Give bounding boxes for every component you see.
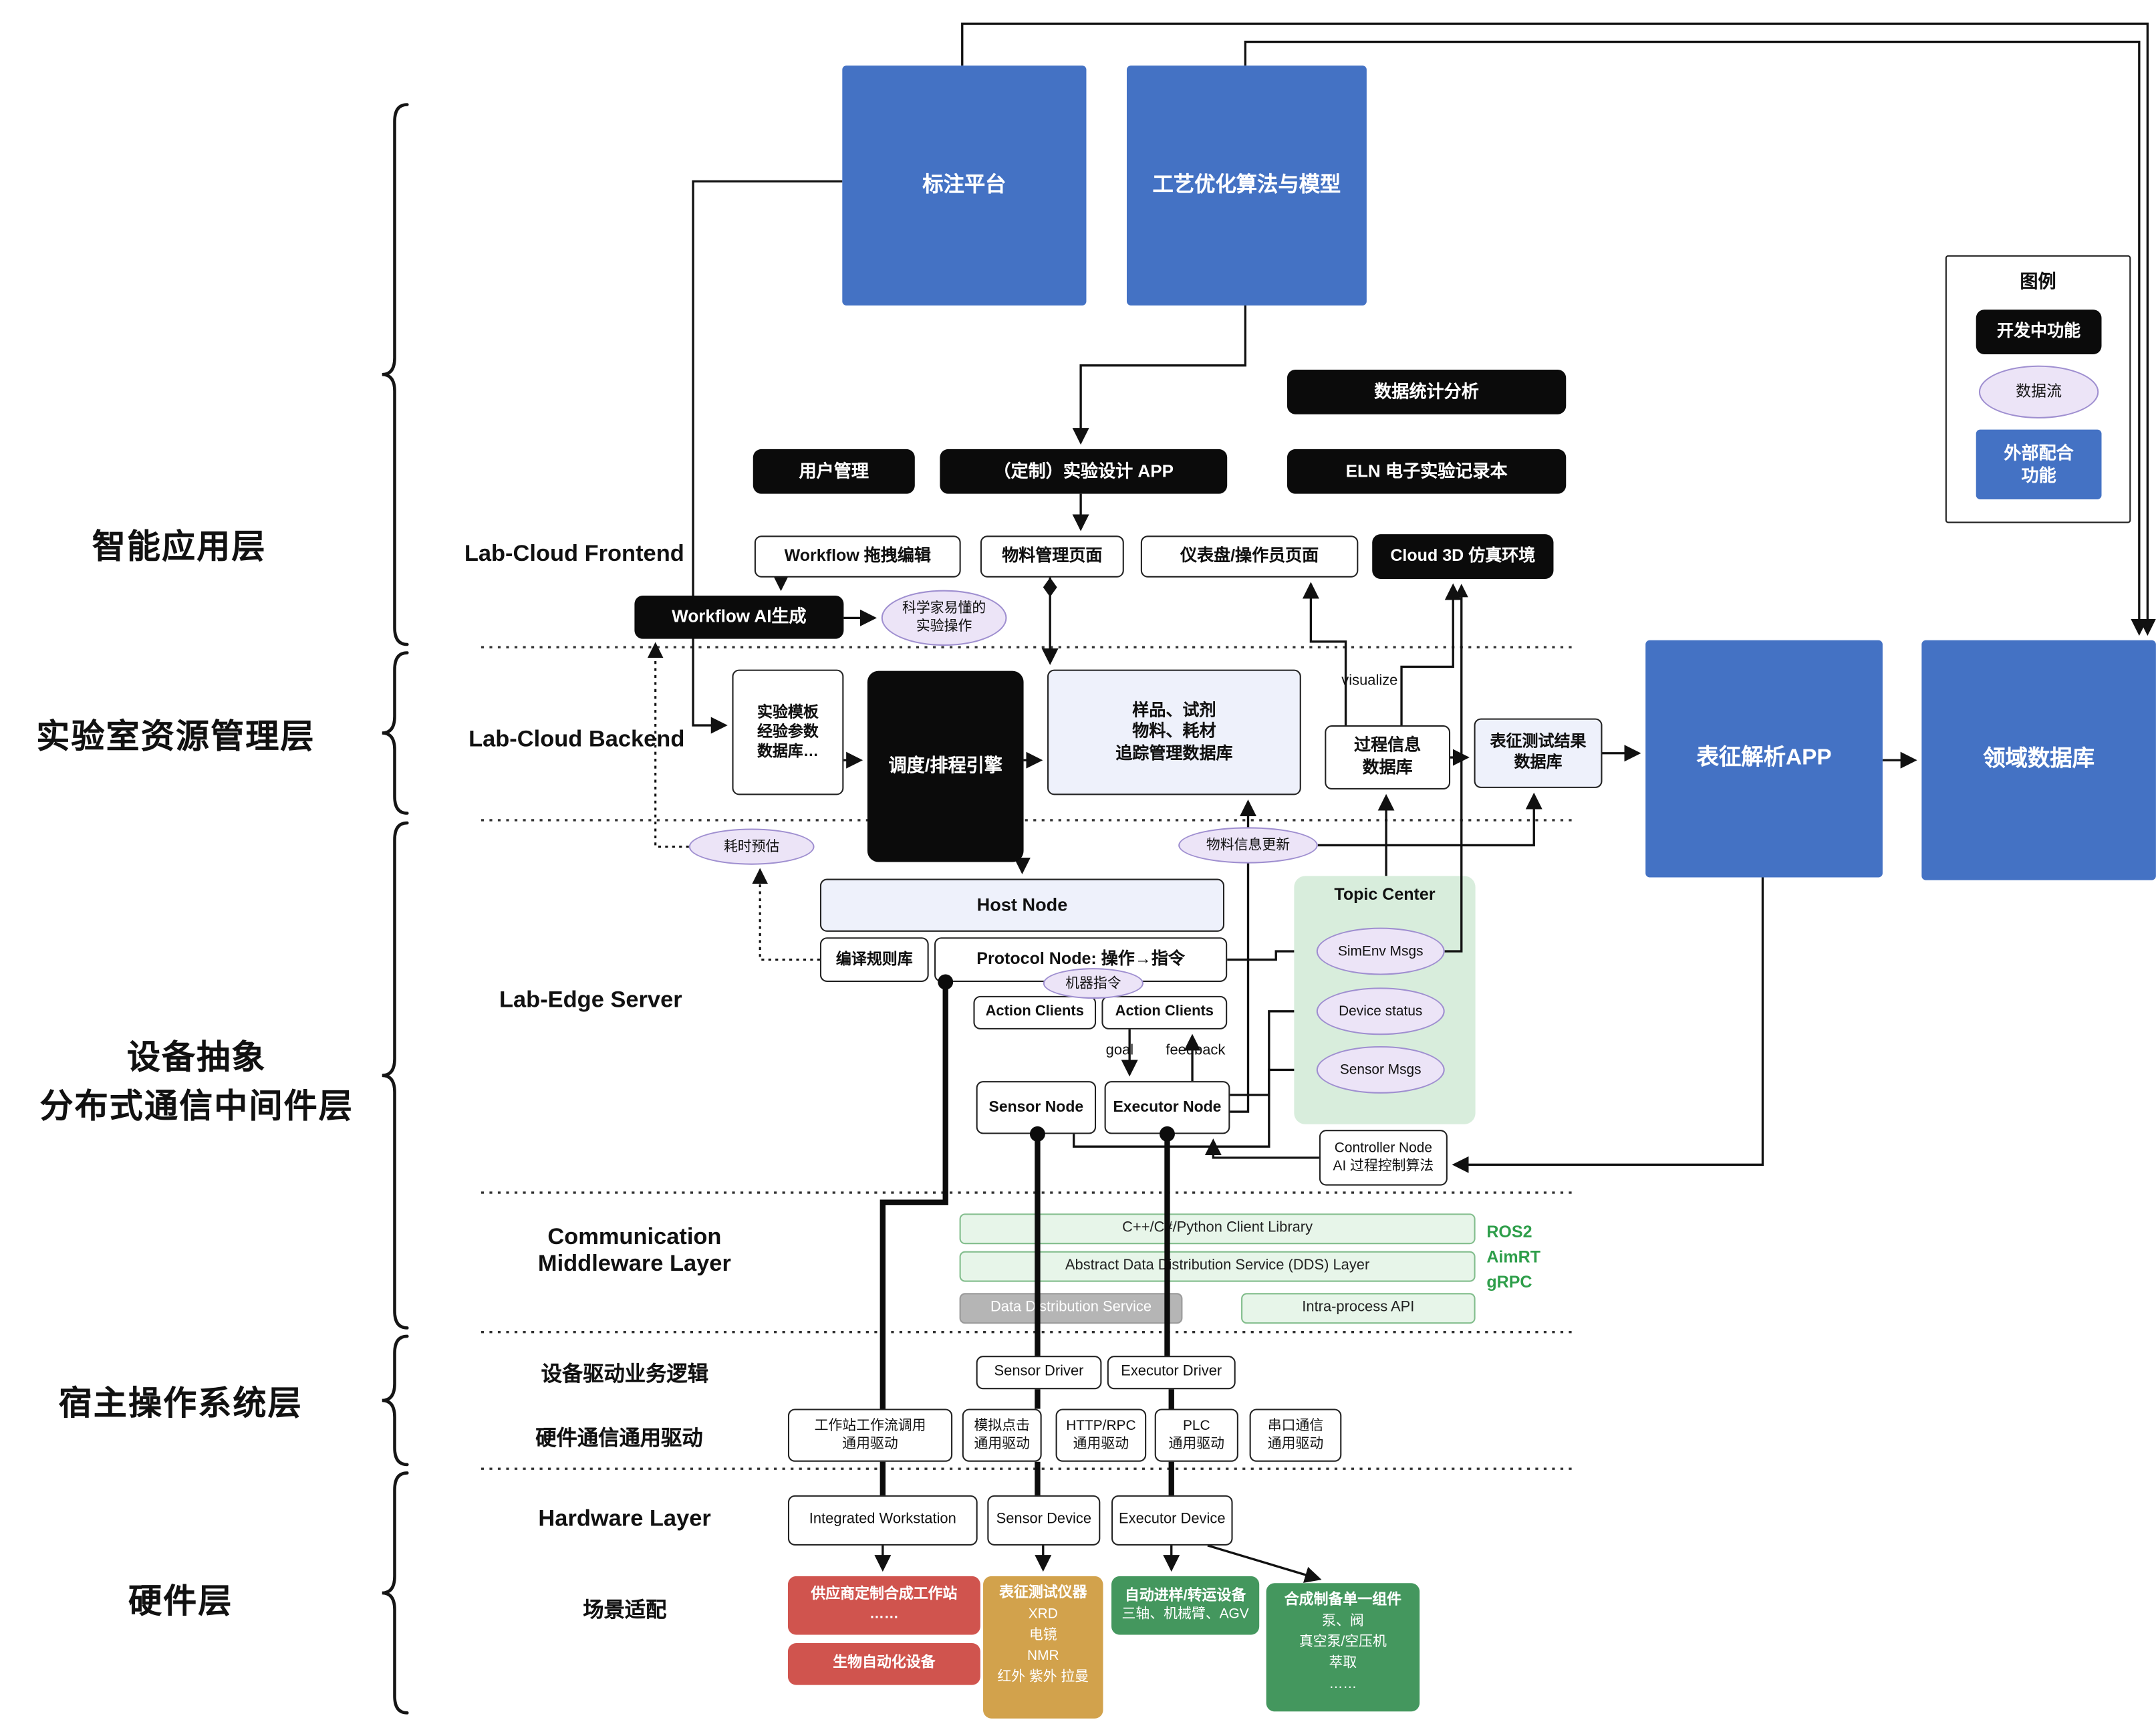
lab-edge-server-label: Lab-Edge Server (499, 987, 682, 1013)
char-analysis-app-box: 表征解析APP (1645, 640, 1883, 878)
sensor-node-box: Sensor Node (976, 1081, 1097, 1134)
user-mgmt-box: 用户管理 (753, 449, 915, 494)
simenv-msgs-ellipse: SimEnv Msgs (1316, 927, 1445, 975)
hw-comm-label: 硬件通信通用驱动 (535, 1427, 703, 1451)
material-update-ellipse: 物料信息更新 (1178, 827, 1318, 864)
synth-body: 泵、阀 真空泵/空压机 萃取 …… (1299, 1613, 1387, 1692)
host-node-box: Host Node (819, 878, 1225, 932)
integrated-workstation-box: Integrated Workstation (787, 1495, 978, 1546)
char-instruments-title: 表征测试仪器 (999, 1584, 1087, 1602)
dds-service-row: Data Distribution Service (959, 1293, 1183, 1324)
visualize-label: visualize (1341, 672, 1398, 689)
protocol-node-box: Protocol Node: 操作→指令 (934, 937, 1228, 982)
section-label-app-layer: 智能应用层 (92, 528, 267, 567)
char-instruments-box: 表征测试仪器 XRD 电镜 NMR 红外 紫外 拉曼 (983, 1576, 1103, 1719)
transfer-body: 三轴、机械臂、AGV (1121, 1607, 1249, 1623)
data-stats-box: 数据统计分析 (1287, 369, 1567, 414)
annotation-platform-box: 标注平台 (842, 66, 1087, 305)
transfer-title: 自动进样/转运设备 (1124, 1586, 1246, 1604)
custom-design-app-box: （定制）实验设计 APP (940, 449, 1228, 494)
scenario-label: 场景适配 (583, 1598, 667, 1622)
section-label-host-os-layer: 宿主操作系统层 (58, 1384, 303, 1423)
driver-box-serial: 串口通信 通用驱动 (1249, 1408, 1342, 1462)
legend-external-box: 外部配合 功能 (1976, 429, 2102, 500)
sensor-device-box: Sensor Device (987, 1495, 1101, 1546)
sensor-msgs-ellipse: Sensor Msgs (1316, 1046, 1445, 1094)
sensor-driver-box: Sensor Driver (976, 1356, 1102, 1390)
process-optimization-box: 工艺优化算法与模型 (1126, 66, 1367, 305)
executor-node-box: Executor Node (1104, 1081, 1230, 1134)
grpc-label: gRPC (1486, 1271, 1532, 1292)
section-label-device-layer: 设备抽象 分布式通信中间件层 (39, 1039, 354, 1126)
executor-device-box: Executor Device (1111, 1495, 1233, 1546)
process-db-box: 过程信息 数据库 (1325, 725, 1451, 790)
topic-center-title: Topic Center (1334, 884, 1436, 904)
driver-box-http: HTTP/RPC 通用驱动 (1055, 1408, 1147, 1462)
workflow-ai-box: Workflow AI生成 (634, 595, 844, 639)
layer-braces (382, 103, 409, 1715)
client-lib-row: C++/C#/Python Client Library (959, 1213, 1476, 1245)
lab-cloud-frontend-label: Lab-Cloud Frontend (464, 541, 684, 567)
synth-title: 合成制备单一组件 (1284, 1591, 1402, 1608)
driver-box-click: 模拟点击 通用驱动 (962, 1408, 1042, 1462)
hardware-layer-label: Hardware Layer (538, 1506, 711, 1532)
template-db-box: 实验模板 经验参数 数据库… (732, 669, 844, 795)
driver-box-workstation: 工作站工作流调用 通用驱动 (787, 1408, 953, 1462)
workflow-edit-box: Workflow 拖拽编辑 (754, 535, 961, 578)
diamond-connector (1043, 577, 1057, 598)
material-page-box: 物料管理页面 (980, 535, 1124, 578)
device-status-ellipse: Device status (1316, 987, 1445, 1035)
section-label-resource-layer: 实验室资源管理层 (36, 718, 315, 756)
aimrt-label: AimRT (1486, 1247, 1541, 1267)
vendor-workstation-box: 供应商定制合成工作站 …… (787, 1576, 980, 1635)
dds-layer-row: Abstract Data Distribution Service (DDS)… (959, 1251, 1476, 1282)
executor-driver-box: Executor Driver (1107, 1356, 1236, 1390)
controller-node-box: Controller Node AI 过程控制算法 (1319, 1130, 1448, 1186)
comm-middleware-label: Communication Middleware Layer (537, 1225, 731, 1277)
char-instruments-body: XRD 电镜 NMR 红外 紫外 拉曼 (997, 1606, 1089, 1685)
legend-developing-box: 开发中功能 (1976, 310, 2102, 354)
layer-separators (481, 646, 1572, 1470)
driver-logic-label: 设备驱动业务逻辑 (541, 1362, 709, 1387)
tracking-db-box: 样品、试剂 物料、耗材 追踪管理数据库 (1047, 669, 1301, 795)
machine-cmd-ellipse: 机器指令 (1043, 968, 1144, 999)
feedback-label: feedback (1166, 1041, 1226, 1059)
action-clients-2: Action Clients (1101, 995, 1228, 1029)
section-label-hardware-layer: 硬件层 (128, 1583, 233, 1621)
action-clients-1: Action Clients (973, 995, 1097, 1029)
legend-dataflow-ellipse: 数据流 (1978, 365, 2099, 418)
legend-title: 图例 (2020, 270, 2056, 292)
goal-label: goal (1105, 1041, 1134, 1059)
time-estimate-ellipse: 耗时预估 (688, 828, 815, 865)
ros2-label: ROS2 (1486, 1221, 1532, 1242)
synth-components-box: 合成制备单一组件 泵、阀 真空泵/空压机 萃取 …… (1266, 1583, 1420, 1712)
lab-cloud-backend-label: Lab-Cloud Backend (468, 727, 685, 752)
scientist-ops-ellipse: 科学家易懂的 实验操作 (881, 590, 1007, 646)
intra-api-row: Intra-process API (1241, 1293, 1476, 1324)
driver-box-plc: PLC 通用驱动 (1154, 1408, 1238, 1462)
eln-box: ELN 电子实验记录本 (1287, 449, 1567, 494)
domain-db-box: 领域数据库 (1921, 640, 2156, 880)
rule-lib-box: 编译规则库 (819, 937, 929, 982)
cloud3d-box: Cloud 3D 仿真环境 (1372, 534, 1554, 579)
transfer-equipment-box: 自动进样/转运设备 三轴、机械臂、AGV (1111, 1576, 1260, 1635)
char-result-db-box: 表征测试结果 数据库 (1474, 718, 1603, 788)
bio-auto-box: 生物自动化设备 (787, 1643, 980, 1685)
scheduler-box: 调度/排程引擎 (867, 670, 1024, 862)
dashboard-page-box: 仪表盘/操作员页面 (1140, 535, 1359, 578)
